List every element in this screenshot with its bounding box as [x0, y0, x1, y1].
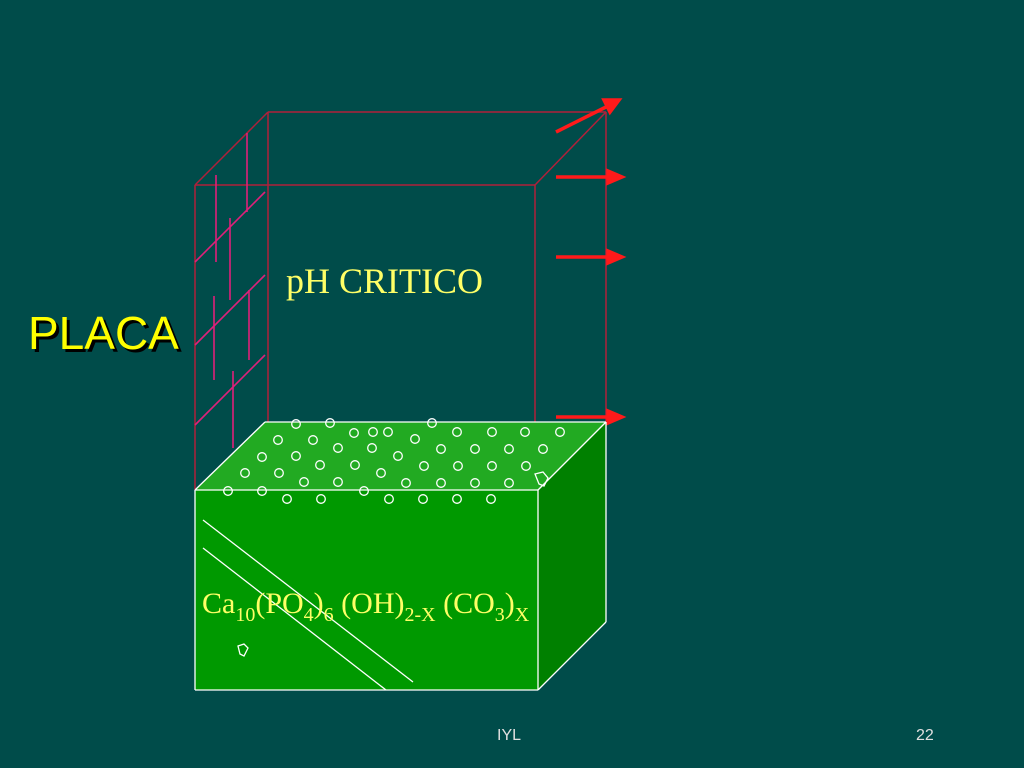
wireframe-box	[194, 111, 607, 490]
formula-po-close: )	[313, 587, 324, 620]
page-number: 22	[916, 727, 934, 744]
bubbles	[223, 418, 565, 504]
calculus-mark-top	[534, 471, 549, 487]
formula-co-sub2: X	[514, 604, 530, 626]
formula-oh-sub: 2-X	[404, 604, 436, 626]
formula-co-sub: 3	[494, 604, 505, 626]
calculus-mark-front	[237, 643, 249, 657]
formula-po-sub: 4	[303, 604, 314, 626]
enamel-block	[194, 421, 607, 691]
formula-po: (PO	[255, 587, 304, 620]
footer-author: IYL	[497, 727, 522, 744]
formula-co: (CO	[435, 587, 495, 620]
enamel-side-face	[538, 422, 606, 690]
slide-title-placa: PLACA	[28, 307, 179, 359]
ph-critico-label: pH CRITICO	[286, 261, 483, 301]
formula-ca: Ca	[202, 587, 236, 620]
enamel-top-face	[195, 422, 606, 490]
formula-ca-sub: 10	[235, 604, 256, 626]
formula-po-sub2: 6	[323, 604, 334, 626]
formula-co-close: )	[504, 587, 515, 620]
plaque-grid	[194, 133, 266, 448]
enamel-front-face	[195, 490, 538, 690]
formula-oh: (OH)	[333, 587, 405, 620]
hydroxyapatite-formula: Ca10(PO4)6 (OH)2-X (CO3)X	[202, 587, 529, 625]
acid-arrows	[555, 98, 627, 426]
